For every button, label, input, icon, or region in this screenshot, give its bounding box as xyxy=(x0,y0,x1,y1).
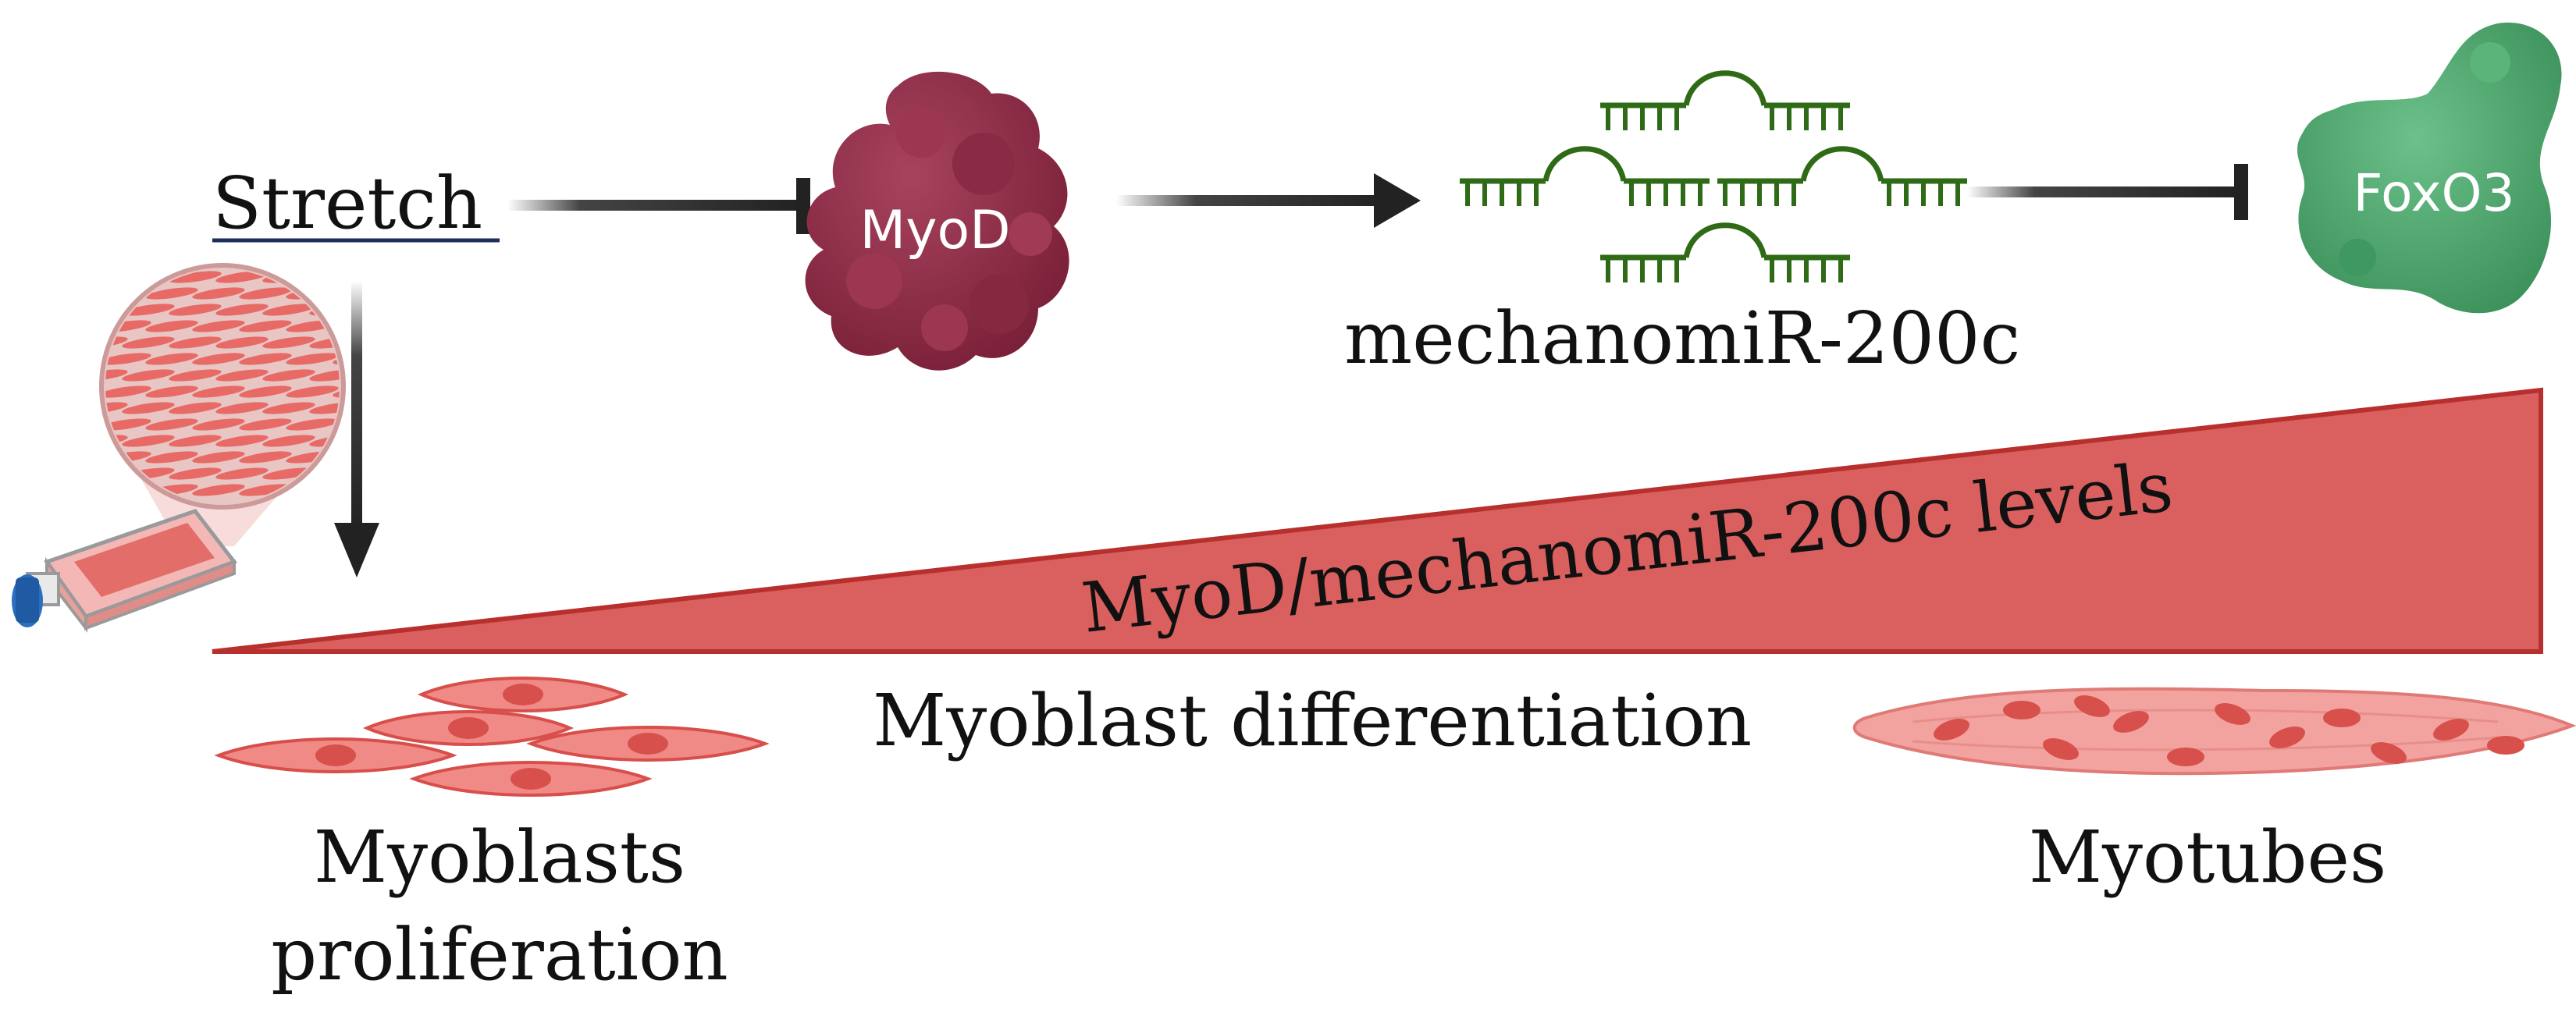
activate-arrow-myod-mirna xyxy=(1116,173,1421,228)
magnified-cells-circle xyxy=(99,263,346,510)
inhibit-arrow-stretch-myod xyxy=(507,178,810,234)
mirna-hairpins-icon xyxy=(1460,70,1967,282)
down-arrow-stretch xyxy=(334,281,379,577)
inhibit-arrow-mirna-foxo3 xyxy=(1967,164,2248,220)
myoblasts-cells-icon xyxy=(214,677,770,797)
differentiation-label: Myoblast differentiation xyxy=(873,679,1752,762)
foxo3-protein-icon xyxy=(2297,22,2562,314)
myod-protein-icon xyxy=(805,71,1069,371)
myoblasts-label: Myoblasts xyxy=(314,815,685,899)
foxo3-label: FoxO3 xyxy=(2354,163,2515,223)
myotubes-label: Myotubes xyxy=(2029,815,2386,899)
stretch-label: Stretch xyxy=(212,162,482,245)
proliferation-label: proliferation xyxy=(271,913,728,996)
myotube-icon xyxy=(1852,687,2576,776)
levels-wedge xyxy=(212,387,2543,654)
mirna-label: mechanomiR-200c xyxy=(1344,297,2020,380)
myod-label: MyoD xyxy=(860,200,1011,261)
